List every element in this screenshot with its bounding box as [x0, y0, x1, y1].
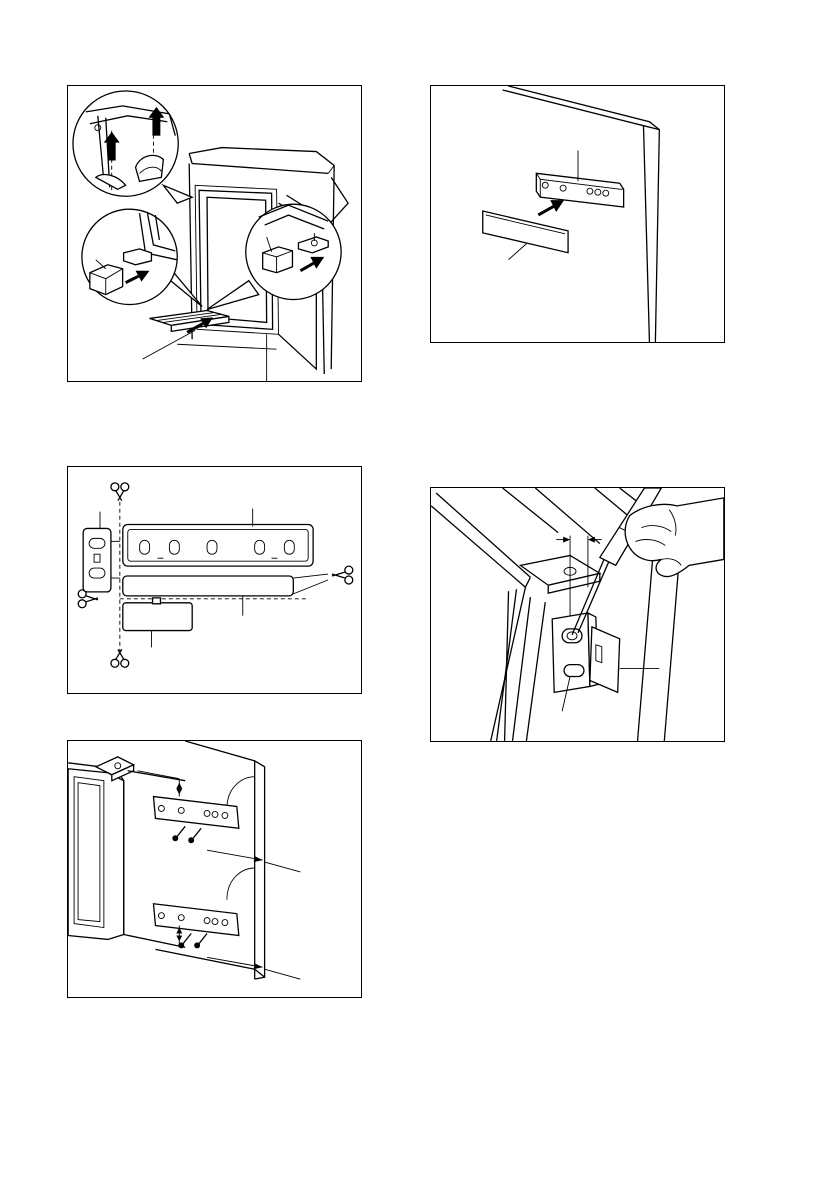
cabinet-door — [68, 763, 124, 940]
figure-4-screwdriver-adjust — [430, 487, 725, 742]
callout-line — [509, 244, 527, 260]
figure-5-drawing — [68, 741, 361, 997]
figure-3-cutting-parts — [67, 466, 362, 694]
figure-3-drawing — [68, 467, 361, 693]
scissors-icon — [111, 649, 129, 667]
zoom-callout-right — [207, 204, 341, 309]
figure-4-drawing — [431, 488, 724, 741]
hinge-bracket — [536, 173, 623, 207]
cover-plate — [483, 211, 568, 253]
figure-1-drawing — [68, 86, 361, 381]
hand-icon — [625, 498, 724, 577]
door-swing-arc — [227, 868, 255, 900]
scissors-icon — [111, 483, 129, 501]
figure-2-drawing — [431, 86, 724, 342]
figure-5-brackets-screwed — [67, 740, 362, 998]
figure-1-door-seal-installation — [67, 85, 362, 382]
seal-strip — [149, 310, 228, 331]
scissors-icon — [332, 566, 353, 584]
screw-icon — [178, 933, 207, 948]
hinge-bracket — [552, 613, 619, 692]
long-bracket — [123, 524, 313, 566]
zoom-callout-left — [82, 209, 202, 306]
door-panel — [124, 741, 265, 979]
figure-2-bracket-on-door — [430, 85, 725, 343]
small-bracket-piece — [83, 528, 120, 591]
arrow-icon — [538, 200, 564, 215]
zoom-callout-top — [73, 91, 192, 203]
long-strip — [123, 574, 328, 596]
scissors-icon — [78, 590, 98, 608]
hinge-bracket-top — [153, 797, 238, 829]
hinge-bracket-bottom — [153, 904, 238, 936]
door-swing-arc — [227, 777, 255, 809]
screw-icon — [172, 826, 201, 843]
small-cover — [123, 598, 192, 631]
